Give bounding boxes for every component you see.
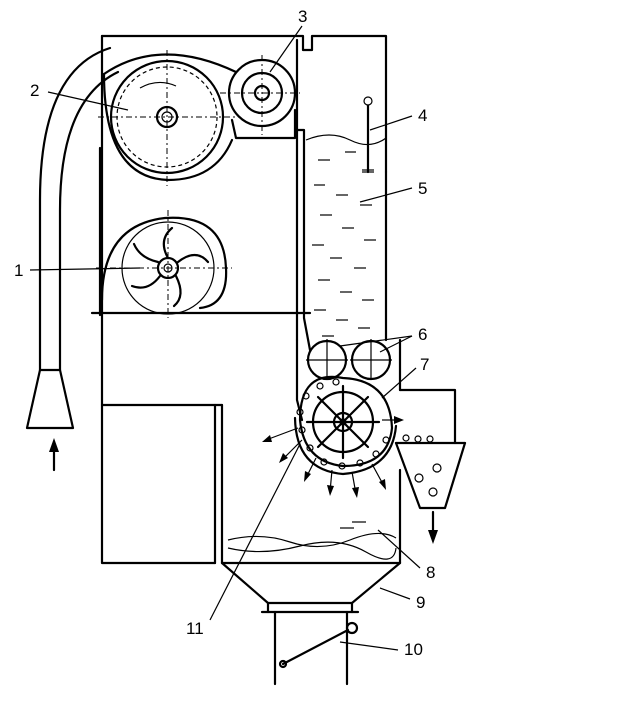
- labels: 2 3 4 5 1 6 7 8 9 10 11: [14, 7, 435, 659]
- outlet-arrow-icon: [428, 530, 438, 544]
- screen-drum: [98, 50, 240, 186]
- label-9: 9: [416, 593, 425, 612]
- label-8: 8: [426, 563, 435, 582]
- rotor: [293, 375, 398, 476]
- inlet-duct: [25, 46, 120, 472]
- small-wheel: [220, 55, 300, 140]
- label-4: 4: [418, 106, 427, 125]
- air-jets: [262, 416, 404, 498]
- label-1: 1: [14, 261, 23, 280]
- fan: [96, 210, 232, 318]
- outlet-chute: [394, 388, 467, 544]
- bottom-hopper: [220, 561, 402, 614]
- inlet-arrow-icon: [49, 438, 59, 452]
- leader-lines: [29, 25, 421, 651]
- label-7: 7: [420, 355, 429, 374]
- label-11: 11: [186, 619, 204, 638]
- label-10: 10: [404, 640, 423, 659]
- main-housing: [90, 34, 402, 565]
- bottom-pipe: [273, 610, 359, 686]
- collection-tray: [227, 521, 397, 560]
- level-indicator: [362, 96, 374, 174]
- label-6: 6: [418, 325, 427, 344]
- hopper-column: [295, 38, 388, 352]
- label-2: 2: [30, 81, 39, 100]
- label-5: 5: [418, 179, 427, 198]
- label-3: 3: [298, 7, 307, 26]
